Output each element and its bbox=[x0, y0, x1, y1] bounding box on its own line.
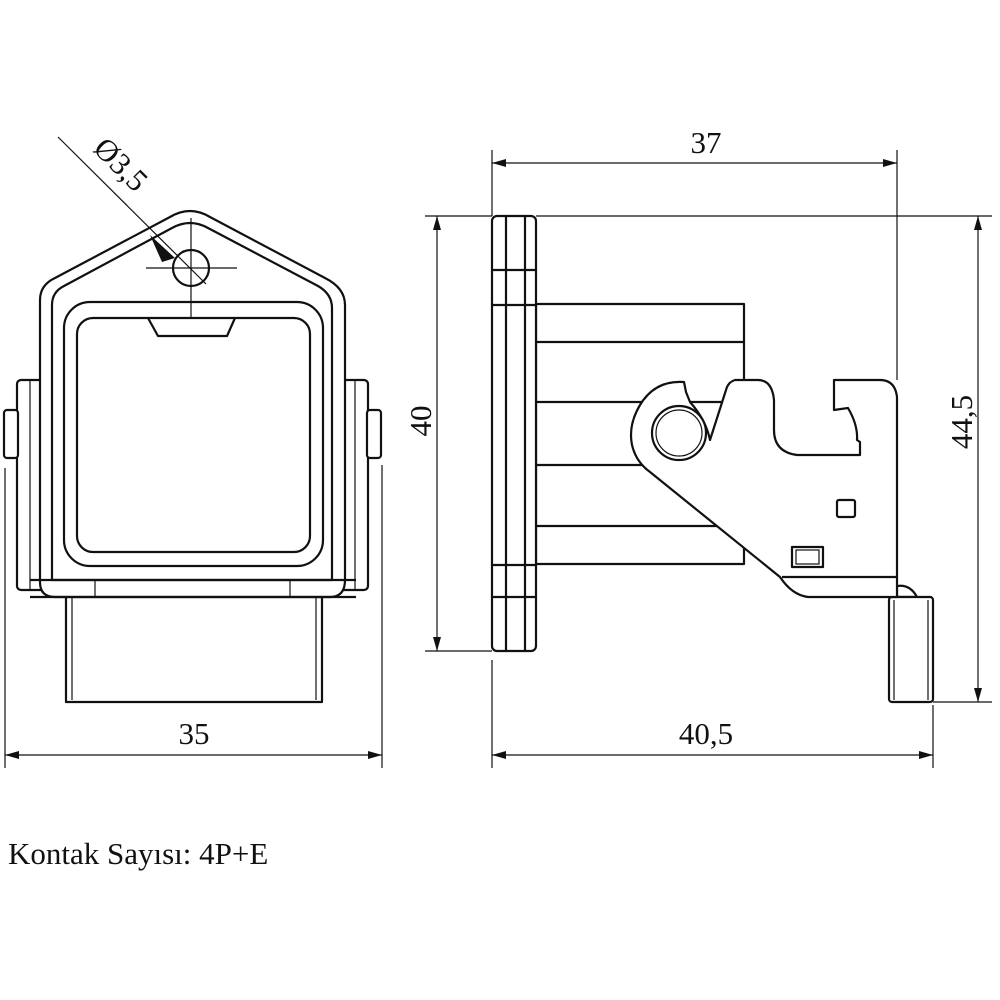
width-dimension-label: 35 bbox=[179, 716, 210, 751]
flange-height-dimension-label: 40 bbox=[403, 406, 438, 437]
locking-foot bbox=[887, 595, 935, 704]
hole-leader-arrow bbox=[150, 235, 175, 262]
cable-entry-box bbox=[64, 593, 324, 704]
contact-window bbox=[75, 316, 312, 554]
mounting-flange bbox=[490, 214, 538, 653]
depth-top-dimension-label: 37 bbox=[691, 125, 722, 160]
side-view: 37 40 44,5 40,5 bbox=[403, 125, 992, 768]
contact-count-caption: Kontak Sayısı: 4P+E bbox=[8, 836, 269, 871]
lever-slot bbox=[790, 545, 825, 569]
lever-pivot-pin bbox=[650, 404, 708, 462]
front-view: Ø3,5 35 bbox=[2, 130, 383, 768]
hole-leader-line bbox=[57, 136, 207, 285]
hole-diameter-label: Ø3,5 bbox=[87, 130, 155, 198]
total-depth-dimension-label: 40,5 bbox=[679, 716, 733, 751]
coding-notch bbox=[147, 317, 237, 338]
total-height-dimension-label: 44,5 bbox=[944, 395, 979, 449]
lever-square-hole bbox=[835, 498, 857, 519]
